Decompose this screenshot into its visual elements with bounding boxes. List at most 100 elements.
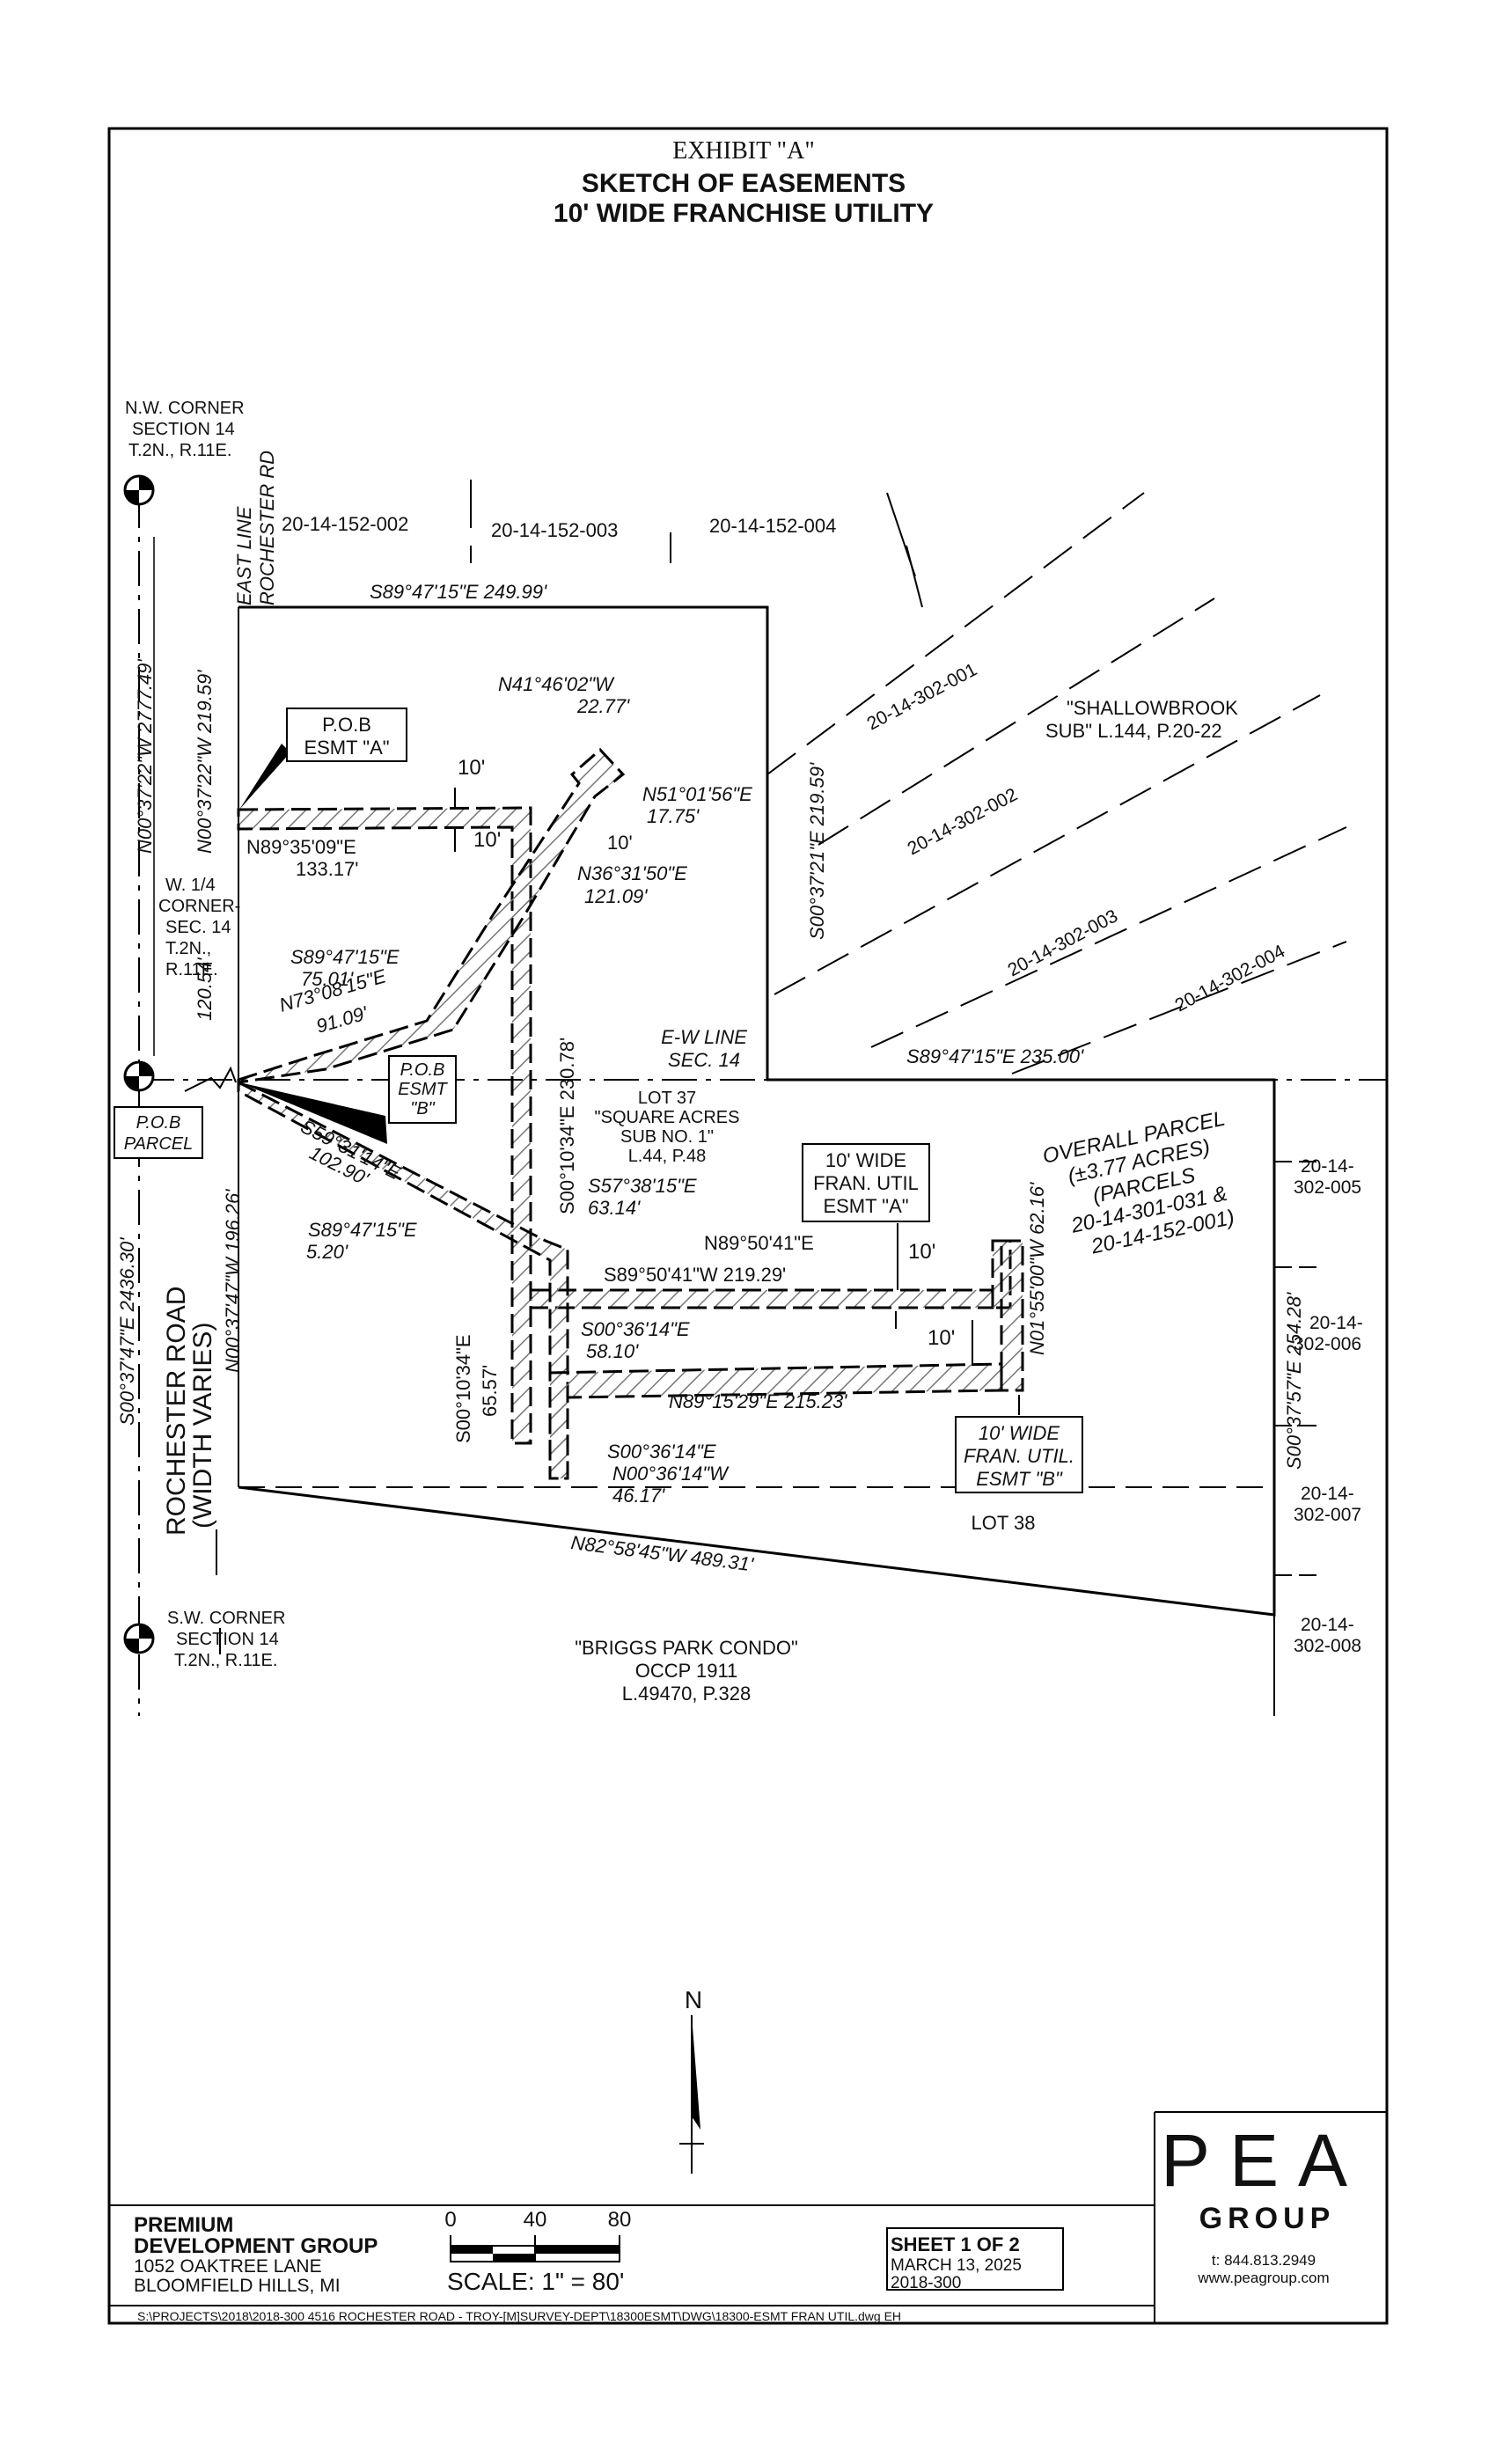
svg-text:S.W. CORNER: S.W. CORNER <box>167 1609 285 1628</box>
pea-logo: PEA <box>1161 2119 1367 2202</box>
svg-text:S00°37'57"E 254.28': S00°37'57"E 254.28' <box>1283 1292 1305 1470</box>
sheet-title: SKETCH OF EASEMENTS <box>582 169 906 198</box>
svg-text:N: N <box>685 1986 702 2013</box>
svg-text:302-005: 302-005 <box>1294 1177 1361 1198</box>
svg-text:20-14-: 20-14- <box>1301 1484 1354 1504</box>
svg-text:302-006: 302-006 <box>1294 1334 1361 1354</box>
svg-text:GROUP: GROUP <box>1199 2202 1336 2235</box>
svg-text:SHEET 1 OF 2: SHEET 1 OF 2 <box>891 2233 1020 2255</box>
svg-text:T.2N., R.11E.: T.2N., R.11E. <box>128 441 231 460</box>
svg-text:MARCH 13, 2025: MARCH 13, 2025 <box>891 2256 1022 2275</box>
svg-text:S89°47'15"E 235.00': S89°47'15"E 235.00' <box>906 1045 1084 1067</box>
svg-text:S00°36'14"E: S00°36'14"E <box>581 1318 690 1340</box>
pob-parcel-label: P.O.B PARCEL <box>114 1106 203 1159</box>
svg-text:BLOOMFIELD HILLS, MI: BLOOMFIELD HILLS, MI <box>134 2276 341 2296</box>
svg-text:N.W. CORNER: N.W. CORNER <box>125 399 245 418</box>
svg-text:1052 OAKTREE LANE: 1052 OAKTREE LANE <box>134 2256 322 2277</box>
svg-text:ESMT "A": ESMT "A" <box>304 737 389 759</box>
svg-text:N01°55'00"W 62.16': N01°55'00"W 62.16' <box>1026 1182 1048 1355</box>
esmt-b-diagonal <box>237 747 626 1084</box>
svg-text:S89°50'41"W 219.29': S89°50'41"W 219.29' <box>604 1264 786 1286</box>
svg-text:0: 0 <box>444 2208 456 2232</box>
svg-text:20-14-: 20-14- <box>1301 1615 1354 1635</box>
svg-text:63.14': 63.14' <box>588 1197 641 1219</box>
pob-esmt-a-label: P.O.B ESMT "A" <box>286 708 407 762</box>
svg-text:10' WIDE: 10' WIDE <box>825 1149 906 1171</box>
svg-text:DEVELOPMENT GROUP: DEVELOPMENT GROUP <box>134 2234 378 2258</box>
svg-text:L.49470, P.328: L.49470, P.328 <box>622 1683 751 1705</box>
svg-text:N00°37'47"W 196.26': N00°37'47"W 196.26' <box>222 1189 244 1373</box>
svg-text:(WIDTH VARIES): (WIDTH VARIES) <box>188 1323 217 1529</box>
svg-text:20-14-152-004: 20-14-152-004 <box>709 515 836 537</box>
svg-text:N89°15'29"E 215.23': N89°15'29"E 215.23' <box>669 1390 847 1412</box>
svg-text:S57°38'15"E: S57°38'15"E <box>588 1175 697 1197</box>
esmt-b-label: 10' WIDE FRAN. UTIL. ESMT "B" <box>955 1395 1083 1493</box>
svg-text:CORNER-: CORNER- <box>158 897 240 916</box>
svg-text:t: 844.813.2949: t: 844.813.2949 <box>1212 2252 1316 2269</box>
pob-b-pointer <box>239 1082 387 1144</box>
graphic-scale: 0 40 80 SCALE: 1" = 80' <box>444 2208 631 2295</box>
svg-text:10': 10' <box>473 828 501 852</box>
esmt-a-label: 10' WIDE FRAN. UTIL ESMT "A" <box>802 1143 930 1285</box>
svg-text:N82°58'45"W 489.31': N82°58'45"W 489.31' <box>569 1531 755 1575</box>
svg-text:N00°36'14"W: N00°36'14"W <box>612 1463 730 1485</box>
svg-text:S00°36'14"E: S00°36'14"E <box>607 1441 716 1463</box>
monument-nw <box>123 474 155 506</box>
esmt-a-lower-strip <box>529 1288 994 1309</box>
file-path: S:\PROJECTS\2018\2018-300 4516 ROCHESTER… <box>137 2309 901 2323</box>
svg-text:20-14-302-004: 20-14-302-004 <box>1172 941 1289 1016</box>
svg-text:www.peagroup.com: www.peagroup.com <box>1197 2270 1329 2286</box>
svg-text:10' WIDE: 10' WIDE <box>979 1422 1060 1444</box>
svg-text:20-14-152-003: 20-14-152-003 <box>491 519 618 541</box>
linework <box>138 480 1386 1716</box>
easement-b <box>237 747 1024 1480</box>
svg-text:LOT 38: LOT 38 <box>972 1512 1036 1534</box>
svg-text:120.54': 120.54' <box>194 957 216 1021</box>
title-block: PREMIUM DEVELOPMENT GROUP 1052 OAKTREE L… <box>109 2111 1387 2323</box>
rochester-road-label: ROCHESTER ROAD (WIDTH VARIES) <box>162 1287 217 1536</box>
corner-nw-label: N.W. CORNER SECTION 14 T.2N., R.11E. <box>125 399 245 460</box>
svg-text:P.O.B: P.O.B <box>136 1113 181 1133</box>
svg-text:P.O.B: P.O.B <box>400 1060 445 1080</box>
svg-text:"SQUARE ACRES: "SQUARE ACRES <box>595 1108 740 1127</box>
svg-text:ESMT "A": ESMT "A" <box>823 1195 908 1217</box>
svg-text:22.77': 22.77' <box>576 695 630 717</box>
svg-text:N51°01'56"E: N51°01'56"E <box>642 783 752 805</box>
sheet-info: SHEET 1 OF 2 MARCH 13, 2025 2018-300 <box>886 2227 1064 2292</box>
svg-text:121.09': 121.09' <box>584 885 648 907</box>
firm-logo: PEA GROUP t: 844.813.2949 www.peagroup.c… <box>1161 2119 1367 2286</box>
pob-esmt-b-label: P.O.B ESMT "B" <box>388 1055 457 1124</box>
svg-text:20-14-302-003: 20-14-302-003 <box>1005 906 1121 980</box>
svg-text:SECTION 14: SECTION 14 <box>176 1630 279 1649</box>
svg-text:58.10': 58.10' <box>586 1340 639 1362</box>
svg-text:302-008: 302-008 <box>1294 1636 1361 1656</box>
svg-text:N89°35'09"E: N89°35'09"E <box>246 836 356 858</box>
monument-sw <box>123 1623 155 1654</box>
svg-text:20-14-: 20-14- <box>1309 1313 1363 1333</box>
svg-text:S00°37'21"E 219.59': S00°37'21"E 219.59' <box>806 762 828 940</box>
svg-text:10': 10' <box>928 1326 955 1350</box>
svg-text:46.17': 46.17' <box>612 1485 665 1507</box>
svg-text:EAST LINE: EAST LINE <box>233 506 255 605</box>
svg-text:40: 40 <box>524 2208 547 2232</box>
course-labels: S89°47'15"E 249.99' N00°37'22"W 2777.49'… <box>116 581 1305 1575</box>
corner-sw-label: S.W. CORNER SECTION 14 T.2N., R.11E. <box>167 1609 285 1670</box>
svg-text:PREMIUM: PREMIUM <box>134 2213 233 2237</box>
svg-text:N00°37'22"W 219.59': N00°37'22"W 219.59' <box>194 670 216 854</box>
svg-text:"BRIGGS PARK CONDO": "BRIGGS PARK CONDO" <box>575 1637 798 1659</box>
svg-text:T.2N., R.11E.: T.2N., R.11E. <box>174 1651 277 1670</box>
svg-text:20-14-: 20-14- <box>1301 1156 1354 1177</box>
svg-text:N89°50'41"E: N89°50'41"E <box>704 1232 814 1254</box>
svg-text:10': 10' <box>607 832 633 854</box>
svg-text:10': 10' <box>458 756 485 780</box>
svg-text:P.O.B: P.O.B <box>322 714 371 736</box>
sheet-subtitle: 10' WIDE FRANCHISE UTILITY <box>554 199 934 228</box>
svg-text:133.17': 133.17' <box>296 858 359 880</box>
svg-text:N41°46'02"W: N41°46'02"W <box>498 673 615 695</box>
subdivision-labels: "SHALLOWBROOK SUB" L.144, P.20-22 LOT 37… <box>575 697 1238 1705</box>
svg-text:SECTION 14: SECTION 14 <box>132 420 235 439</box>
svg-text:80: 80 <box>608 2208 632 2232</box>
svg-text:OCCP 1911: OCCP 1911 <box>635 1660 738 1682</box>
esmt-b-right-leg <box>1000 1239 1024 1392</box>
svg-text:ESMT: ESMT <box>398 1080 448 1099</box>
